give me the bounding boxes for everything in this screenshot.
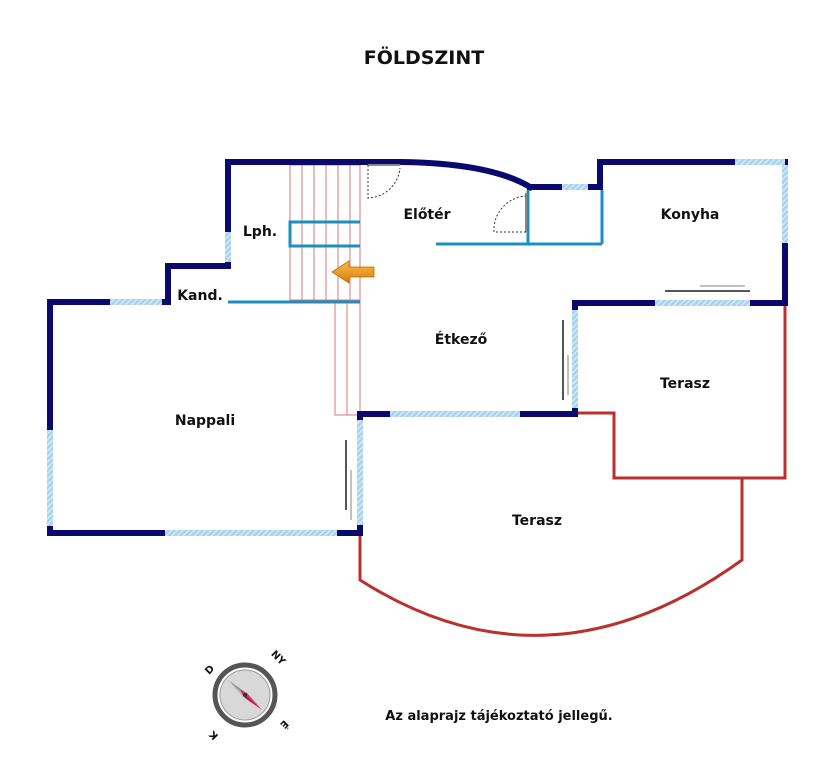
- terrace-outline: [358, 305, 787, 637]
- room-label-terasz-right: Terasz: [660, 376, 710, 392]
- compass-label-e: É: [277, 717, 291, 731]
- room-label-eloter: Előtér: [403, 207, 450, 223]
- compass-icon: [212, 662, 278, 728]
- room-label-etkezo: Étkező: [435, 331, 488, 348]
- disclaimer-text: Az alaprajz tájékoztató jellegű.: [385, 709, 612, 724]
- room-label-konyha: Konyha: [661, 207, 720, 223]
- doors: [345, 164, 750, 520]
- compass-label-ny: NY: [268, 649, 287, 668]
- plan-title: FÖLDSZINT: [364, 45, 484, 69]
- entry-arrow-icon: [331, 260, 375, 284]
- staircase: [289, 164, 361, 416]
- compass-label-d: D: [203, 663, 217, 677]
- inner-walls: [228, 190, 604, 304]
- room-label-kamra: Kand.: [177, 288, 223, 304]
- compass-label-k: K: [207, 727, 221, 741]
- windows: [47, 159, 788, 536]
- room-label-terasz-bottom: Terasz: [512, 513, 562, 529]
- room-label-nappali: Nappali: [175, 413, 235, 429]
- room-label-lepcsohaz: Lph.: [243, 224, 277, 240]
